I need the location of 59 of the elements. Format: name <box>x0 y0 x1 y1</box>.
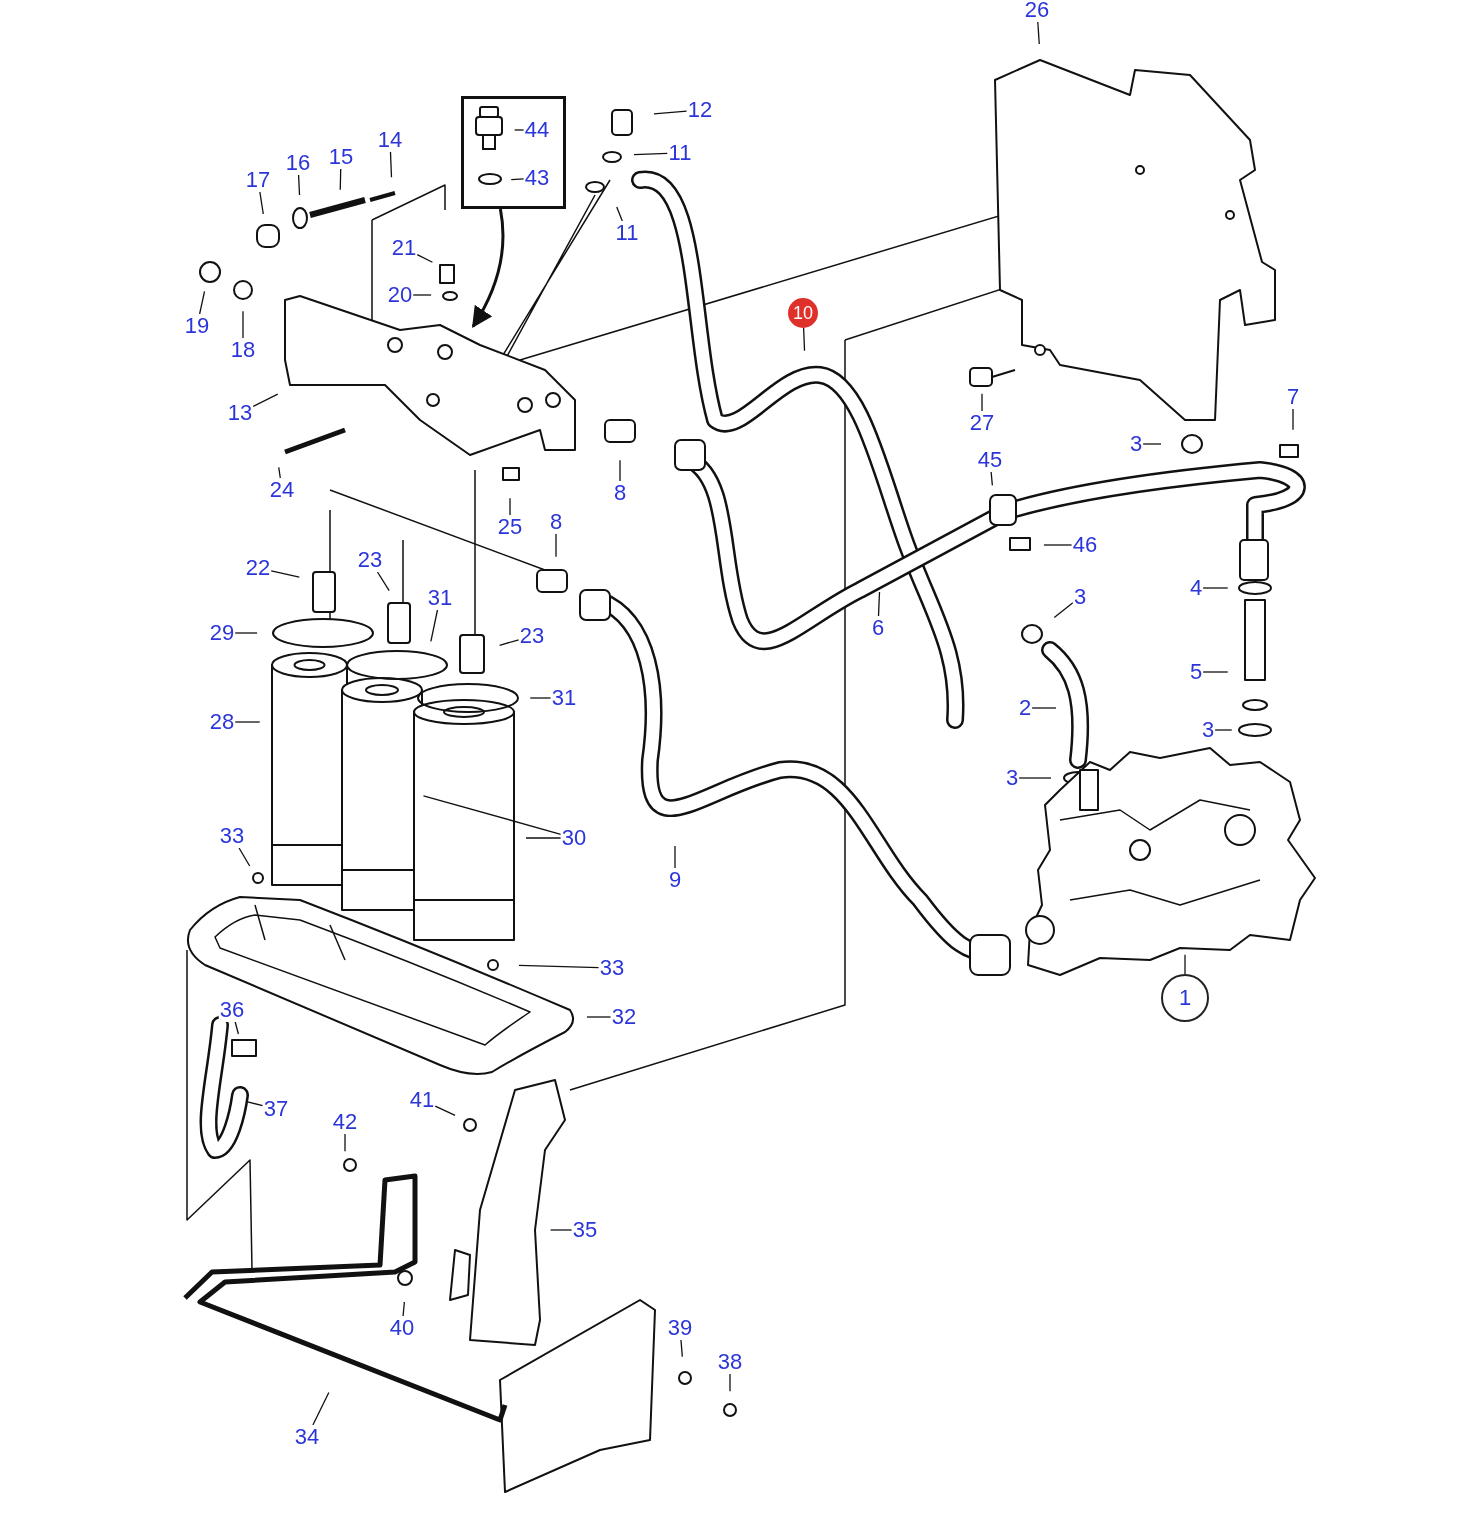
leader-line <box>344 1133 346 1152</box>
leader-line <box>1037 21 1040 45</box>
callout-number: 1 <box>1161 974 1209 1022</box>
leader-line <box>312 1391 330 1426</box>
leader-line <box>1214 729 1233 731</box>
leader-line <box>680 1339 683 1358</box>
leader-line <box>586 1016 612 1018</box>
leader-line <box>529 697 552 699</box>
leader-line <box>802 327 806 352</box>
leader-line <box>877 591 881 617</box>
leader-line <box>1142 443 1162 445</box>
leader-line <box>498 639 520 646</box>
leader-line <box>981 393 983 412</box>
leader-line <box>510 178 525 181</box>
leader-line <box>518 964 600 969</box>
leader-line <box>234 1021 240 1035</box>
leader-line <box>1202 671 1229 673</box>
arrow <box>471 208 505 329</box>
leader-line <box>549 1229 573 1231</box>
leader-line <box>297 174 301 196</box>
leader-line <box>434 1105 456 1117</box>
leader-line <box>1043 544 1073 546</box>
leader-line <box>1184 954 1186 975</box>
leader-line <box>619 459 621 482</box>
leader-line <box>389 151 393 178</box>
leader-line <box>242 310 244 339</box>
leader-line <box>633 152 669 156</box>
leader-line <box>246 1101 264 1107</box>
leader-line <box>729 1373 731 1392</box>
leader-line <box>674 845 676 869</box>
leader-line <box>238 847 251 867</box>
leader-line <box>278 466 281 479</box>
leader-line <box>376 571 390 592</box>
leader-line <box>339 168 342 191</box>
leader-line <box>412 294 432 296</box>
leader-line <box>1031 707 1057 709</box>
leader-line <box>234 632 258 634</box>
leader-line <box>259 191 264 215</box>
leader-line <box>1292 408 1294 431</box>
leader-line <box>525 837 562 839</box>
leader-line <box>252 393 279 408</box>
leader-line <box>430 609 439 642</box>
leader-line <box>402 1301 405 1317</box>
leader-line <box>1202 587 1229 589</box>
leader-line <box>234 721 261 723</box>
leader-line <box>270 570 300 578</box>
leader-line <box>616 206 623 222</box>
leader-line <box>990 471 994 486</box>
leader-line <box>555 533 557 558</box>
leader-line <box>1053 602 1074 619</box>
leader-line <box>513 129 525 131</box>
leader-line <box>1018 777 1052 779</box>
callout-number: 10 <box>788 298 818 328</box>
leader-line <box>653 110 688 115</box>
leader-line <box>509 497 511 516</box>
inset-box <box>461 96 566 209</box>
leader-line <box>416 253 434 263</box>
leader-line <box>198 290 206 315</box>
leader-line <box>422 795 562 835</box>
